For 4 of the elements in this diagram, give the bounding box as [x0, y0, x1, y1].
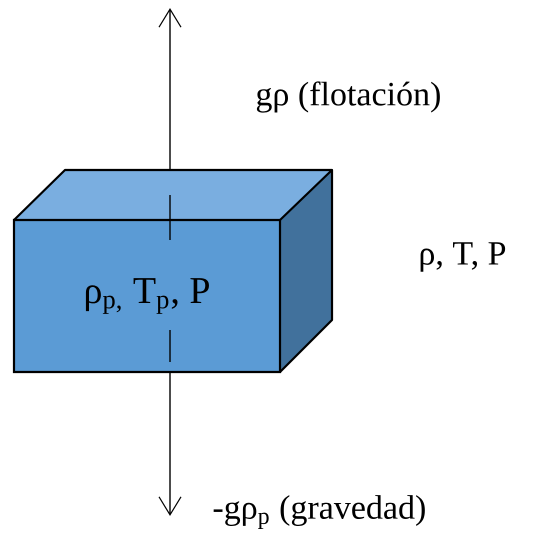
force-label: gρ (flotación): [256, 81, 440, 113]
box: ρ$_{p,}$ T$_{p}$, P: [12, 168, 334, 374]
force-label: -gρ$_{p}$ (gravedad): [214, 495, 425, 529]
force-label: ρ, T, P: [420, 242, 506, 272]
